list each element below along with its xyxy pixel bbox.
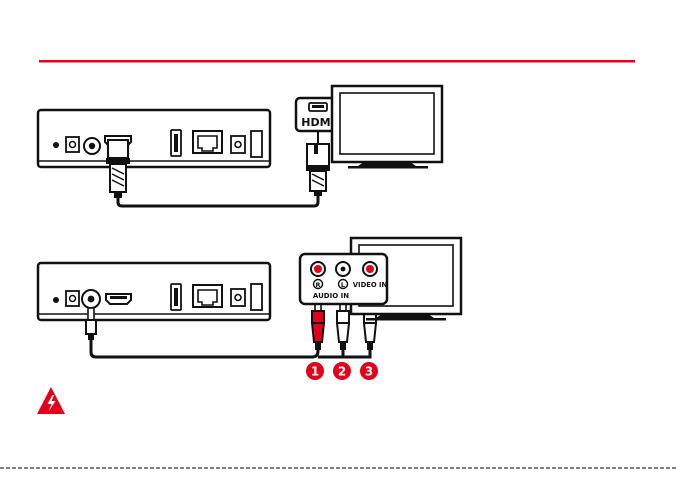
optical-port xyxy=(66,291,79,306)
power-port xyxy=(231,289,245,306)
audio-in-label: AUDIO IN xyxy=(313,292,349,300)
rca-plug-white xyxy=(337,303,349,350)
ethernet-port xyxy=(193,285,222,307)
ethernet-port xyxy=(193,131,222,153)
svg-text:1: 1 xyxy=(311,365,319,379)
connector-badge-3: 3 xyxy=(360,362,378,380)
box-hdmi-port xyxy=(106,294,131,304)
power-switch xyxy=(251,284,262,310)
power-led xyxy=(53,297,59,303)
hdmi-diagram: HDMI xyxy=(38,86,442,206)
set-top-box-hdmi xyxy=(38,110,270,167)
svg-text:L: L xyxy=(341,281,345,289)
usb-port xyxy=(171,130,181,156)
jack-left-symbol: L xyxy=(339,280,348,290)
jack-audio-right xyxy=(311,262,325,276)
connector-badge-2: 2 xyxy=(333,362,351,380)
svg-text:2: 2 xyxy=(338,365,346,379)
jack-audio-left xyxy=(336,262,350,276)
power-switch xyxy=(251,131,262,157)
av-jack-port xyxy=(82,290,100,308)
svg-text:R: R xyxy=(315,281,320,289)
optical-port xyxy=(66,137,79,152)
set-top-box-analog xyxy=(38,263,270,320)
tv-hdmi-port-label: HDMI xyxy=(301,116,334,129)
svg-text:3: 3 xyxy=(365,365,373,379)
rca-plug-red xyxy=(312,303,324,350)
av-input-panel: R L VIDEO IN AUDIO IN xyxy=(300,254,388,304)
usb-port xyxy=(171,284,181,310)
power-port xyxy=(231,136,245,153)
jack-video xyxy=(363,262,377,276)
hdmi-plug-tv xyxy=(306,144,330,196)
connector-badge-1: 1 xyxy=(306,362,324,380)
analog-diagram: R L VIDEO IN AUDIO IN 1 2 3 xyxy=(38,238,461,380)
accent-rule xyxy=(39,60,635,63)
av-jack-port xyxy=(84,138,100,154)
jack-plug xyxy=(86,308,96,340)
hdmi-cable xyxy=(118,194,318,206)
jack-right-symbol: R xyxy=(314,280,323,290)
hdmi-plug-box xyxy=(106,140,130,198)
high-voltage-warning-icon xyxy=(37,387,65,414)
av-cable xyxy=(91,340,370,357)
tv-hdmi xyxy=(332,86,442,169)
video-in-label: VIDEO IN xyxy=(353,281,388,289)
power-led xyxy=(53,142,59,148)
